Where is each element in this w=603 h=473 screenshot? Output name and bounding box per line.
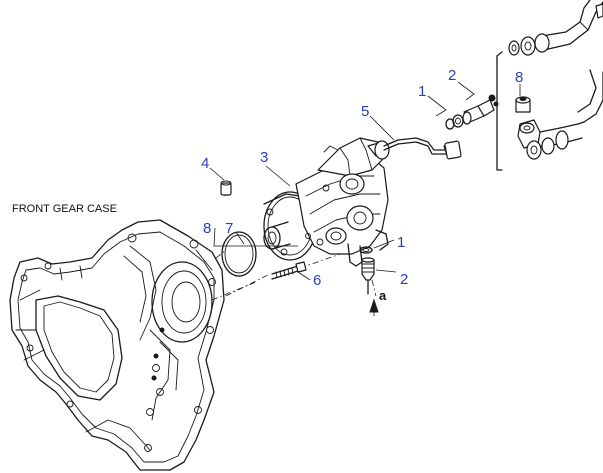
sensor-harness <box>383 137 462 160</box>
callout-8-left: 8 <box>203 220 211 237</box>
callout-3: 3 <box>260 149 268 166</box>
flow-arrow: a <box>369 288 387 316</box>
callout-6: 6 <box>313 272 321 289</box>
leader-lines <box>209 81 521 281</box>
front-gear-case <box>9 219 225 471</box>
piping-detail <box>496 0 603 171</box>
upper-fittings <box>445 94 499 130</box>
pin <box>220 180 232 196</box>
o-ring <box>221 231 257 277</box>
callout-1-upper: 1 <box>418 83 426 100</box>
callouts: 1 2 8 5 4 3 8 7 1 2 6 <box>201 67 523 289</box>
callout-7: 7 <box>225 220 233 237</box>
callout-5: 5 <box>361 103 369 120</box>
front-gear-case-caption: FRONT GEAR CASE <box>12 203 117 215</box>
bolt <box>271 261 307 280</box>
callout-4: 4 <box>201 155 209 172</box>
lower-fittings <box>359 246 375 295</box>
flow-arrow-label: a <box>379 288 387 303</box>
callout-2-upper: 2 <box>448 67 456 84</box>
fuel-supply-pump <box>263 137 390 267</box>
callout-1-lower: 1 <box>397 234 405 251</box>
callout-8-right: 8 <box>515 69 523 86</box>
callout-2-lower: 2 <box>400 271 408 288</box>
